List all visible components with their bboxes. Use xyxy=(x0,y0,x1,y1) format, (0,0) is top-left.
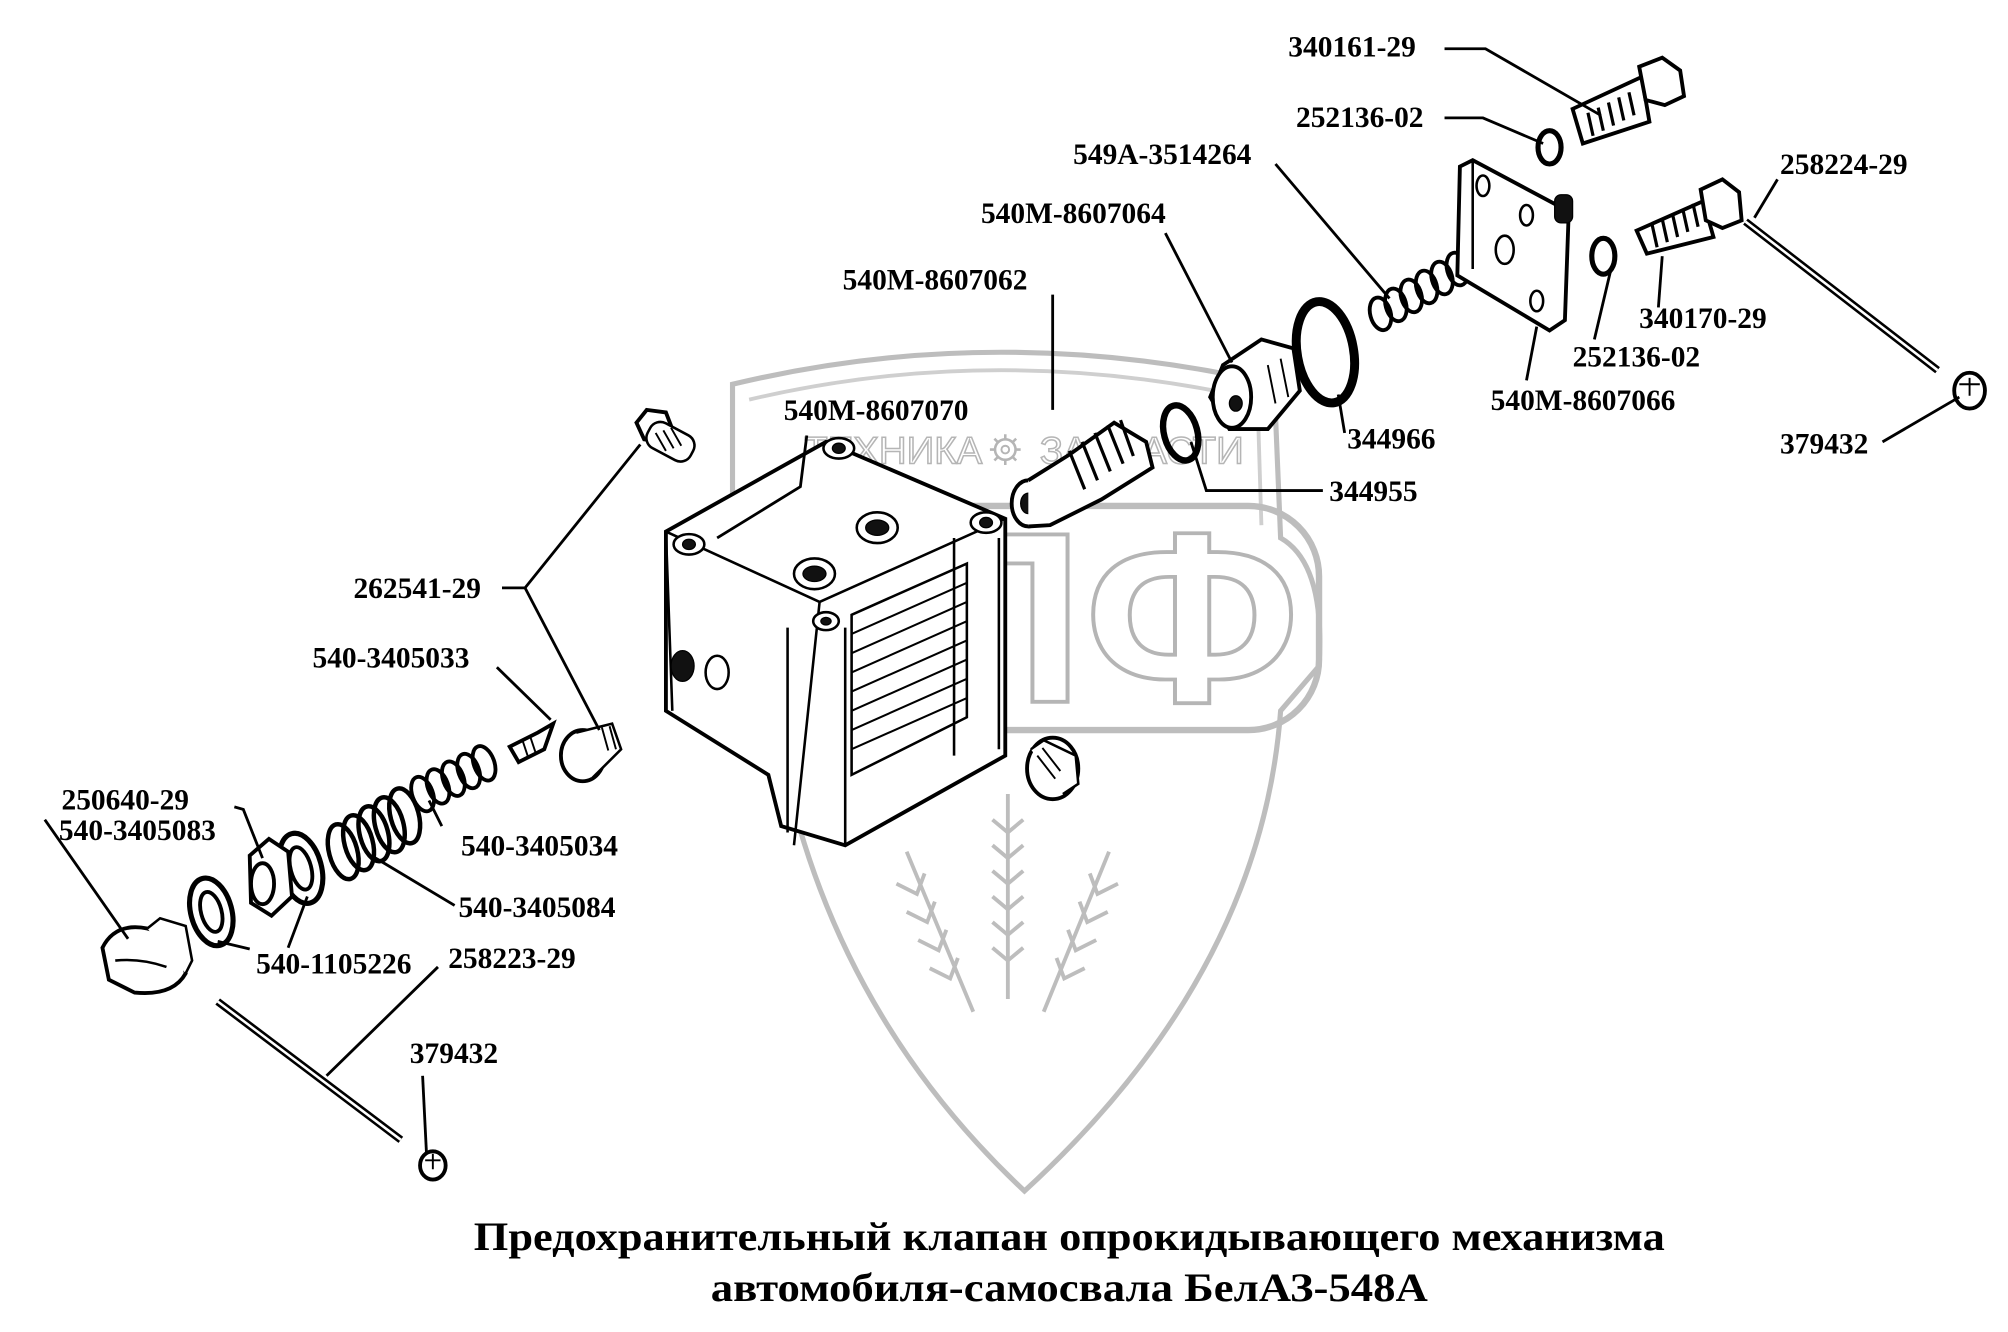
label-540-3405033: 540-3405033 xyxy=(312,642,469,674)
washer-top[interactable] xyxy=(1535,128,1564,167)
parts xyxy=(100,55,1987,1182)
label-540M-8607062: 540М-8607062 xyxy=(843,265,1028,297)
label-344955: 344955 xyxy=(1329,476,1417,508)
label-540M-8607070: 540М-8607070 xyxy=(784,395,969,427)
label-540-3405034: 540-3405034 xyxy=(461,831,618,863)
washer-right[interactable] xyxy=(1589,235,1618,277)
label-340161-29: 340161-29 xyxy=(1288,31,1416,63)
plug-upper[interactable] xyxy=(634,407,698,466)
label-549A-3514264: 549А-3514264 xyxy=(1073,139,1252,171)
big-spring[interactable] xyxy=(322,785,425,883)
lock-wire-right[interactable] xyxy=(1743,218,1940,374)
bolt-right[interactable] xyxy=(1634,177,1744,256)
seal-ring[interactable] xyxy=(1289,297,1362,408)
bolt-top[interactable] xyxy=(1570,55,1687,146)
part-labels: 340161-29 252136-02 549А-3514264 258224-… xyxy=(59,31,1908,1070)
lock-nut[interactable] xyxy=(247,836,294,919)
gasket-outer[interactable] xyxy=(183,873,240,950)
label-252136-02-right: 252136-02 xyxy=(1573,341,1701,373)
label-262541-29: 262541-29 xyxy=(353,573,481,605)
caption-line-1: Предохранительный клапан опрокидывающего… xyxy=(474,1215,1665,1259)
lead-seal-right[interactable] xyxy=(1952,370,1987,411)
label-379432-right: 379432 xyxy=(1780,428,1868,460)
leader-lines xyxy=(43,47,1961,1153)
cap-nut[interactable] xyxy=(100,916,194,996)
valve-seat[interactable] xyxy=(1009,419,1155,529)
gear-icon xyxy=(989,434,1021,465)
diagram-caption: Предохранительный клапан опрокидывающего… xyxy=(474,1215,1665,1310)
label-540-3405083: 540-3405083 xyxy=(59,815,216,847)
label-340170-29: 340170-29 xyxy=(1639,303,1767,335)
valve-needle[interactable] xyxy=(506,719,557,765)
label-540M-8607066: 540М-8607066 xyxy=(1491,385,1676,417)
label-540-3405084: 540-3405084 xyxy=(458,892,615,924)
lead-seal-left[interactable] xyxy=(418,1149,448,1182)
plug-lower[interactable] xyxy=(558,722,623,784)
label-258224-29: 258224-29 xyxy=(1780,149,1908,181)
label-344966: 344966 xyxy=(1347,423,1435,455)
label-379432-left: 379432 xyxy=(410,1038,498,1070)
wheat-icon xyxy=(895,794,1119,1013)
small-spring[interactable] xyxy=(407,743,500,814)
caption-line-2: автомобиля-самосвала БелАЗ-548А xyxy=(711,1266,1429,1310)
hollow-nut[interactable] xyxy=(1208,337,1302,432)
label-540M-8607064: 540М-8607064 xyxy=(981,198,1166,230)
label-252136-02-top: 252136-02 xyxy=(1296,102,1424,134)
o-ring[interactable] xyxy=(1157,401,1204,464)
flange-plate[interactable] xyxy=(1455,157,1574,333)
label-258223-29: 258223-29 xyxy=(448,943,576,975)
valve-housing[interactable] xyxy=(663,436,1008,848)
plug-bottom[interactable] xyxy=(1025,735,1081,802)
label-250640-29: 250640-29 xyxy=(61,784,189,816)
lock-wire-left[interactable] xyxy=(215,998,404,1143)
label-540-1105226: 540-1105226 xyxy=(256,948,411,980)
upper-spring[interactable] xyxy=(1366,250,1471,333)
